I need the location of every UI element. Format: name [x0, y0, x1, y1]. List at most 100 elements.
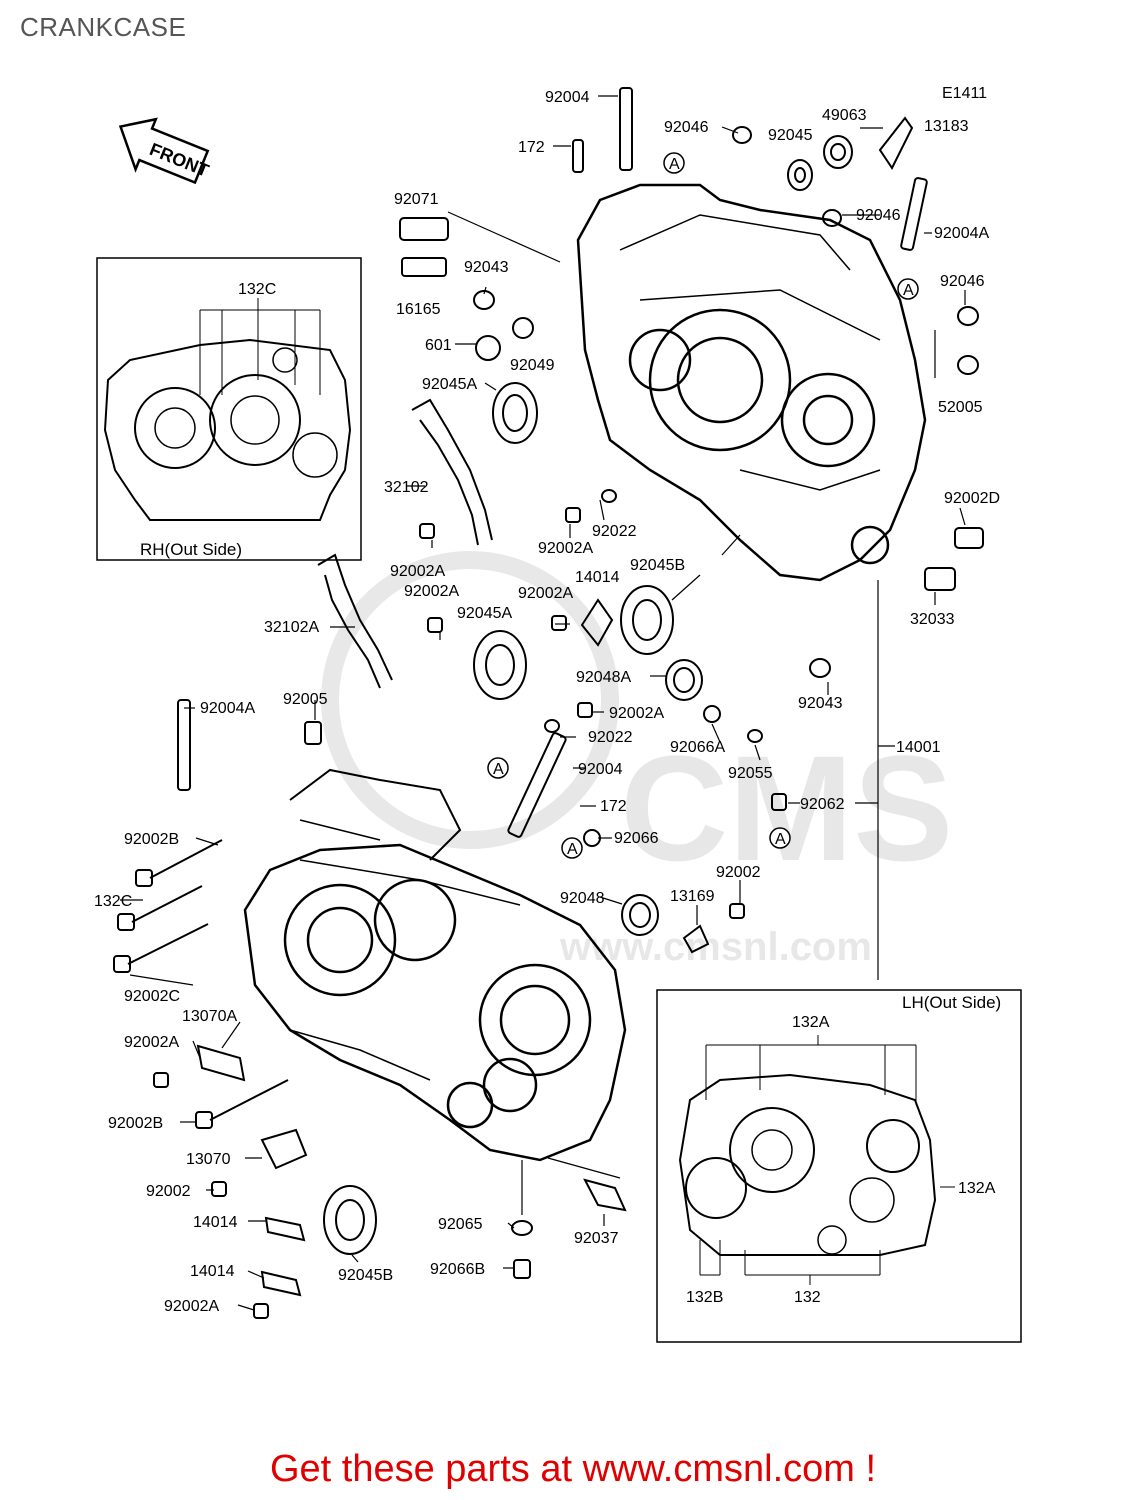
cms-watermark: CMS www.cmsnl.com [321, 551, 953, 969]
bush-92043-left [473, 290, 495, 310]
label-92071: 92071 [394, 191, 439, 208]
label-32102A: 32102A [264, 619, 319, 636]
label-92002A-d: 92002A [518, 585, 573, 602]
bearing-92045B-upper [620, 585, 674, 655]
label-16165: 16165 [396, 301, 441, 318]
crankcase-left-half [243, 768, 627, 1162]
label-13183: 13183 [924, 118, 969, 135]
washer-92065 [511, 1220, 533, 1236]
label-92046-right-2: 92046 [940, 273, 985, 290]
dowel-92046-right-2 [957, 306, 979, 326]
label-92066: 92066 [614, 830, 659, 847]
label-601: 601 [425, 337, 452, 354]
ref-marker-a-3: A [487, 757, 509, 779]
label-92002-b: 92002 [146, 1183, 191, 1200]
label-92002B-lower: 92002B [108, 1115, 163, 1132]
bearing-92045A-middle [473, 630, 527, 700]
ref-marker-a-4: A [769, 827, 791, 849]
label-92045A-left: 92045A [422, 376, 477, 393]
svg-text:A: A [567, 841, 578, 858]
plug-92066 [583, 829, 601, 847]
seal-92048A [665, 659, 703, 701]
plate-14014-a [580, 598, 614, 647]
washer-92022-b [544, 719, 560, 733]
footer-link[interactable]: Get these parts at www.cmsnl.com ! [0, 1448, 1146, 1491]
bolt-92002A-c [427, 617, 443, 633]
label-32102: 32102 [384, 479, 429, 496]
label-172-top: 172 [518, 139, 545, 156]
bolt-92002A-d [551, 615, 567, 631]
label-92062: 92062 [800, 796, 845, 813]
label-92002A-e: 92002A [609, 705, 664, 722]
diagram-code: E1411 [942, 85, 987, 102]
label-14014-b: 14014 [193, 1214, 238, 1231]
label-92004A-left: 92004A [200, 700, 255, 717]
plate-13070 [260, 1128, 308, 1170]
plug-92002D [954, 527, 984, 549]
breather-tube-32102A [317, 553, 393, 689]
label-92002-a: 92002 [716, 864, 761, 881]
label-132B: 132B [686, 1289, 723, 1306]
ref-marker-a-1: A [663, 152, 685, 174]
label-92002C: 92002C [124, 988, 180, 1005]
svg-text:A: A [493, 761, 504, 778]
svg-text:A: A [669, 156, 680, 173]
label-13070: 13070 [186, 1151, 231, 1168]
svg-text:www.cmsnl.com: www.cmsnl.com [559, 925, 872, 969]
crankcase-right-half [576, 183, 927, 582]
label-92004A-right: 92004A [934, 225, 989, 242]
svg-text:A: A [903, 282, 914, 299]
plug-92005 [304, 721, 322, 745]
stud-92004-top [619, 87, 633, 171]
label-14001: 14001 [896, 739, 941, 756]
label-132A-right: 132A [958, 1180, 996, 1197]
cap-52005 [957, 355, 979, 375]
label-92002A-f: 92002A [124, 1034, 179, 1051]
label-92045B-a: 92045B [630, 557, 685, 574]
label-92004-top: 92004 [545, 89, 590, 106]
bracket-92037 [583, 1178, 627, 1212]
label-52005: 52005 [938, 399, 983, 416]
label-92002A-g: 92002A [164, 1298, 219, 1315]
dowel-92046-right-1 [822, 209, 842, 227]
label-92002A-b: 92002A [538, 540, 593, 557]
stud-92004A-right [900, 177, 928, 251]
label-132A-top: 132A [792, 1014, 830, 1031]
bolt-92002-a [729, 903, 745, 919]
label-14014-c: 14014 [190, 1263, 235, 1280]
label-132: 132 [794, 1289, 821, 1306]
ref-marker-a-5: A [561, 837, 583, 859]
label-92005: 92005 [283, 691, 328, 708]
dowel-92046-top [732, 126, 752, 144]
bolt-132C [117, 885, 203, 931]
label-92037: 92037 [574, 1230, 619, 1247]
label-92002A-a: 92002A [390, 563, 445, 580]
label-49063: 49063 [822, 107, 867, 124]
label-172-middle: 172 [600, 798, 627, 815]
bolt-92002C [113, 923, 209, 973]
label-92066B: 92066B [430, 1261, 485, 1278]
plate-14014-c [260, 1270, 302, 1297]
label-92065: 92065 [438, 1216, 483, 1233]
lh-outside-inset: LH(Out Side) 132A 132A 132B 132 [656, 989, 1022, 1343]
label-92046-right-1: 92046 [856, 207, 901, 224]
bearing-92045A-upper [492, 382, 538, 444]
bearing-92045B-lower [323, 1185, 377, 1255]
bolt-92002A-g [253, 1303, 269, 1319]
bolt-92002B-upper [135, 839, 223, 887]
cover-16165 [401, 257, 447, 277]
label-92043-left: 92043 [464, 259, 509, 276]
seal-49063 [823, 135, 853, 169]
bolt-92002A-e [577, 702, 593, 718]
bush-92043-right [809, 658, 831, 678]
label-92046-top: 92046 [664, 119, 709, 136]
label-92055: 92055 [728, 765, 773, 782]
bolt-92002A-a [419, 523, 435, 539]
label-92048: 92048 [560, 890, 605, 907]
label-92022-b: 92022 [588, 729, 633, 746]
footer-link-text[interactable]: Get these parts at www.cmsnl.com ! [269, 1448, 877, 1490]
label-132C-box: 132C [238, 281, 276, 298]
lh-box-label: LH(Out Side) [902, 993, 1001, 1012]
filter-32033 [924, 567, 956, 591]
